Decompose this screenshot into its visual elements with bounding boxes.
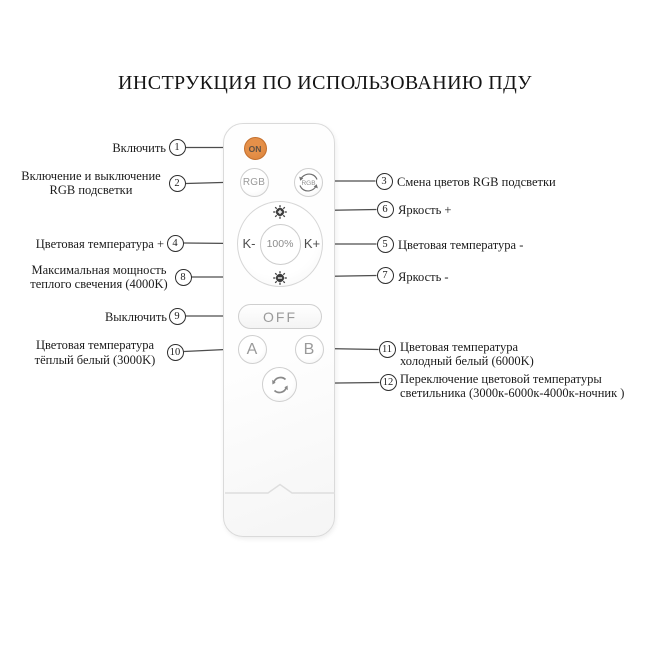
label-temp-plus: Цветовая температура + — [35, 236, 164, 251]
temp-plus-button: K- — [242, 236, 256, 251]
label-power-on: Включить — [112, 140, 166, 155]
label-brightness-minus: Яркость - — [398, 269, 449, 284]
rgb-color-cycle-button: RGB — [293, 167, 323, 197]
callout-3: 3 — [375, 172, 393, 190]
callout-8: 8 — [174, 268, 192, 286]
callout-5: 5 — [376, 235, 394, 253]
warm-white-button: A — [237, 335, 267, 364]
temp-cycle-button — [262, 367, 297, 402]
label-temp-cycle: Переключение цветовой температуры светил… — [400, 371, 625, 401]
callout-9: 9 — [168, 307, 186, 325]
callout-11: 11 — [378, 340, 396, 358]
label-rgb-color-cycle: Смена цветов RGB подсветки — [397, 174, 556, 189]
brightness-minus-icon — [273, 271, 287, 285]
callout-6: 6 — [376, 200, 394, 218]
label-rgb-toggle: Включение и выключение RGB подсветки — [21, 168, 161, 198]
cold-white-button: B — [294, 335, 324, 364]
remote-body: ON RGB RGB — [223, 123, 335, 537]
callout-1: 1 — [168, 138, 186, 156]
power-on-button: ON — [243, 137, 267, 160]
battery-cover-line — [225, 483, 335, 494]
callout-12: 12 — [379, 374, 397, 391]
refresh-icon — [271, 376, 288, 393]
full-power-button: 100% — [259, 223, 301, 265]
label-temp-minus: Цветовая температура - — [398, 237, 524, 252]
label-warm-white: Цветовая температура тёплый белый (3000K… — [34, 338, 156, 367]
label-max-warm-power: Максимальная мощность теплого свечения (… — [30, 262, 168, 292]
temp-minus-button: K+ — [303, 236, 321, 251]
page-title: ИНСТРУКЦИЯ ПО ИСПОЛЬЗОВАНИЮ ПДУ — [118, 72, 532, 94]
callout-4: 4 — [166, 234, 184, 252]
callout-10: 10 — [166, 343, 184, 361]
svg-text:RGB: RGB — [301, 180, 315, 187]
label-brightness-plus: Яркость + — [398, 202, 452, 217]
label-power-off: Выключить — [104, 309, 167, 324]
callout-7: 7 — [376, 267, 394, 284]
rgb-toggle-button: RGB — [239, 167, 269, 197]
power-off-button: OFF — [238, 304, 322, 329]
label-cold-white: Цветовая температура холодный белый (600… — [400, 339, 534, 369]
rgb-rotate-icon: RGB — [298, 172, 318, 192]
brightness-plus-icon — [273, 205, 287, 219]
callout-2: 2 — [168, 175, 186, 192]
